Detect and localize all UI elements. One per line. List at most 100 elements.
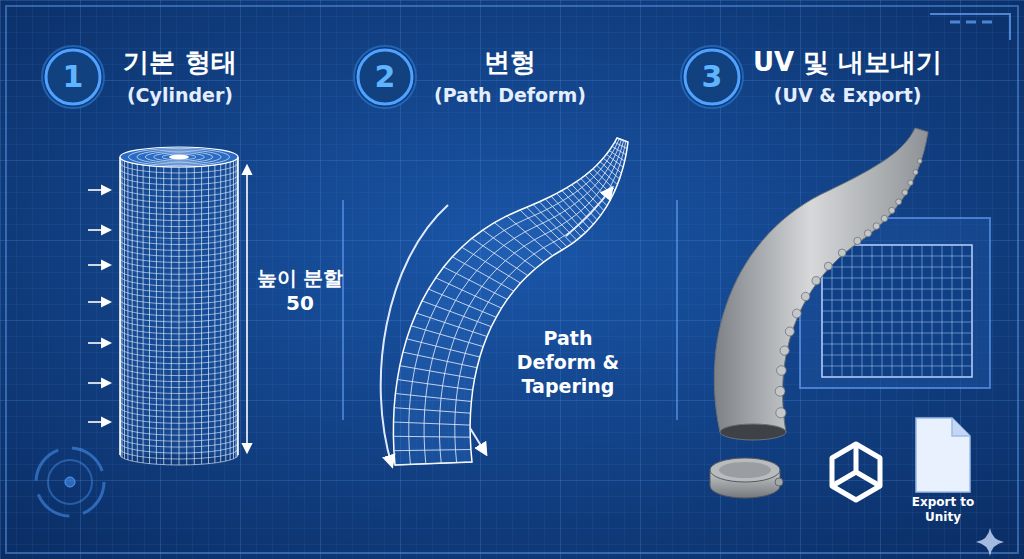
mesh-line xyxy=(120,157,121,455)
mesh-line xyxy=(436,278,502,308)
cylinder-edge xyxy=(237,157,238,455)
step-note: Path Deform & Tapering xyxy=(503,326,633,398)
mesh-line xyxy=(394,422,471,425)
step-heading: 기본 형태(Cylinder) xyxy=(123,45,236,107)
mesh-ring xyxy=(120,300,238,310)
tentacle-model xyxy=(714,128,928,440)
mesh-ring xyxy=(120,378,238,388)
sucker xyxy=(889,207,895,213)
sucker xyxy=(864,230,871,237)
path-arrow xyxy=(381,205,448,466)
mesh-line xyxy=(395,462,472,465)
sucker xyxy=(881,215,887,221)
uv-line xyxy=(822,278,972,279)
tentacle-outline xyxy=(714,128,928,432)
mesh-ring xyxy=(120,425,238,435)
mesh-ring xyxy=(120,389,238,399)
sucker xyxy=(792,309,801,318)
mesh-ring xyxy=(120,372,238,382)
mesh-line xyxy=(562,191,594,225)
mesh-line xyxy=(494,223,544,262)
sucker xyxy=(824,262,832,270)
uv-line xyxy=(822,311,972,312)
mesh-ring xyxy=(120,324,238,334)
mesh-line xyxy=(394,408,470,414)
uv-line xyxy=(822,267,972,268)
step-title: UV 및 내보내기 xyxy=(753,45,942,79)
mesh-ring xyxy=(120,223,238,233)
mesh-line xyxy=(429,289,497,317)
tentacle-wireframe xyxy=(393,138,628,465)
mesh-line xyxy=(572,185,601,216)
mesh-ring xyxy=(120,366,238,376)
mesh-ring xyxy=(120,205,238,215)
mesh-ring xyxy=(120,354,238,364)
mesh-ring xyxy=(120,264,238,274)
cap-ring xyxy=(154,153,205,162)
cylinder-mesh xyxy=(120,147,238,465)
mesh-line xyxy=(440,140,624,463)
mesh-ring xyxy=(120,384,238,394)
input-arrows xyxy=(88,190,110,422)
sucker xyxy=(908,180,913,185)
end-cap xyxy=(710,458,783,498)
cap-ring xyxy=(162,154,196,160)
uv-line xyxy=(822,300,972,301)
uv-line xyxy=(822,366,972,367)
step-subtitle: (Cylinder) xyxy=(123,83,236,107)
mesh-ring xyxy=(120,175,238,185)
unity-logo xyxy=(832,444,880,500)
sucker xyxy=(776,408,786,418)
uv-line xyxy=(822,355,972,356)
mesh-ring xyxy=(120,413,238,423)
step-subtitle: (Path Deform) xyxy=(434,83,586,107)
separator xyxy=(342,200,344,420)
step-header: 2변형(Path Deform) xyxy=(352,40,590,120)
mesh-line xyxy=(409,139,619,465)
mesh-line xyxy=(393,436,470,438)
file-icon xyxy=(916,418,970,492)
sucker xyxy=(775,386,785,396)
mesh-ring xyxy=(120,318,238,328)
cylinder-top xyxy=(120,147,238,167)
mesh-ring xyxy=(120,217,238,227)
cap-center xyxy=(169,155,189,160)
uv-grid xyxy=(822,245,972,377)
mesh-ring xyxy=(120,407,238,417)
path-arrow xyxy=(470,428,486,454)
cap-ring xyxy=(137,150,221,164)
sucker xyxy=(801,292,809,300)
export-label: Export to Unity xyxy=(906,495,980,525)
mesh-ring xyxy=(120,246,238,256)
height-arrow xyxy=(246,166,248,452)
mesh-ring xyxy=(120,431,238,441)
mesh-line xyxy=(455,141,626,462)
uv-line xyxy=(822,289,972,290)
mesh-ring xyxy=(120,437,238,447)
mesh-ring xyxy=(120,342,238,352)
mesh-line xyxy=(394,450,471,451)
mesh-line xyxy=(400,366,475,379)
step-header: 1기본 형태(Cylinder) xyxy=(40,40,241,120)
step-number: 3 xyxy=(679,44,745,110)
mesh-ring xyxy=(120,187,238,197)
sucker xyxy=(913,170,918,175)
sucker xyxy=(918,159,923,164)
mesh-ring xyxy=(120,229,238,239)
step-header: 3UV 및 내보내기 (UV & Export) xyxy=(679,40,947,120)
mesh-ring xyxy=(120,294,238,304)
mesh-ring xyxy=(120,330,238,340)
mesh-ring xyxy=(120,169,238,179)
step-subtitle: (UV & Export) xyxy=(753,83,942,107)
mesh-ring xyxy=(120,282,238,292)
sucker xyxy=(896,199,902,205)
mesh-ring xyxy=(120,449,238,459)
mesh-ring xyxy=(120,348,238,358)
uv-line xyxy=(822,322,972,323)
sucker xyxy=(902,190,908,196)
mesh-ring xyxy=(120,199,238,209)
mesh-line xyxy=(411,326,483,347)
